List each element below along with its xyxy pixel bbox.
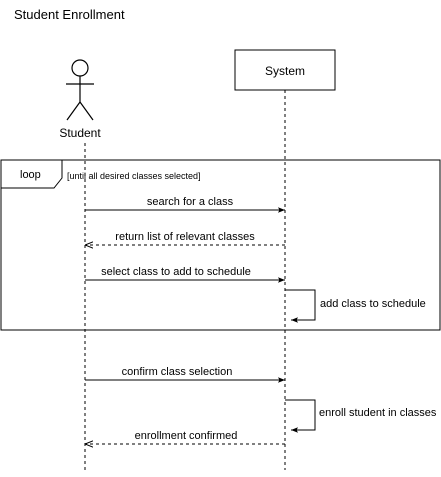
message-select-class: select class to add to schedule	[85, 266, 285, 283]
loop-fragment-tab	[0, 159, 63, 189]
message-label: confirm class selection	[122, 366, 233, 378]
student-actor-label: Student	[59, 126, 101, 140]
message-enrollment-confirmed: enrollment confirmed	[85, 430, 285, 444]
message-label: add class to schedule	[320, 298, 426, 310]
message-confirm-selection: confirm class selection	[85, 366, 285, 383]
self-message-enroll-student: enroll student in classes	[285, 399, 437, 433]
message-search-for-class: search for a class	[85, 196, 285, 213]
message-label: select class to add to schedule	[101, 266, 251, 278]
self-message-add-class: add class to schedule	[285, 289, 426, 323]
system-participant-box	[234, 49, 336, 91]
message-label: enrollment confirmed	[135, 430, 238, 442]
system-participant-label: System	[265, 64, 305, 78]
message-return-list: return list of relevant classes	[85, 231, 285, 245]
student-actor-icon	[66, 59, 94, 121]
loop-fragment: loop [until all desired classes selected…	[0, 159, 441, 331]
loop-fragment-guard: [until all desired classes selected]	[67, 171, 201, 181]
message-label: search for a class	[147, 196, 234, 208]
loop-fragment-label: loop	[20, 169, 41, 181]
diagram-title: Student Enrollment	[14, 7, 125, 22]
message-label: enroll student in classes	[319, 407, 437, 419]
message-label: return list of relevant classes	[115, 231, 255, 243]
